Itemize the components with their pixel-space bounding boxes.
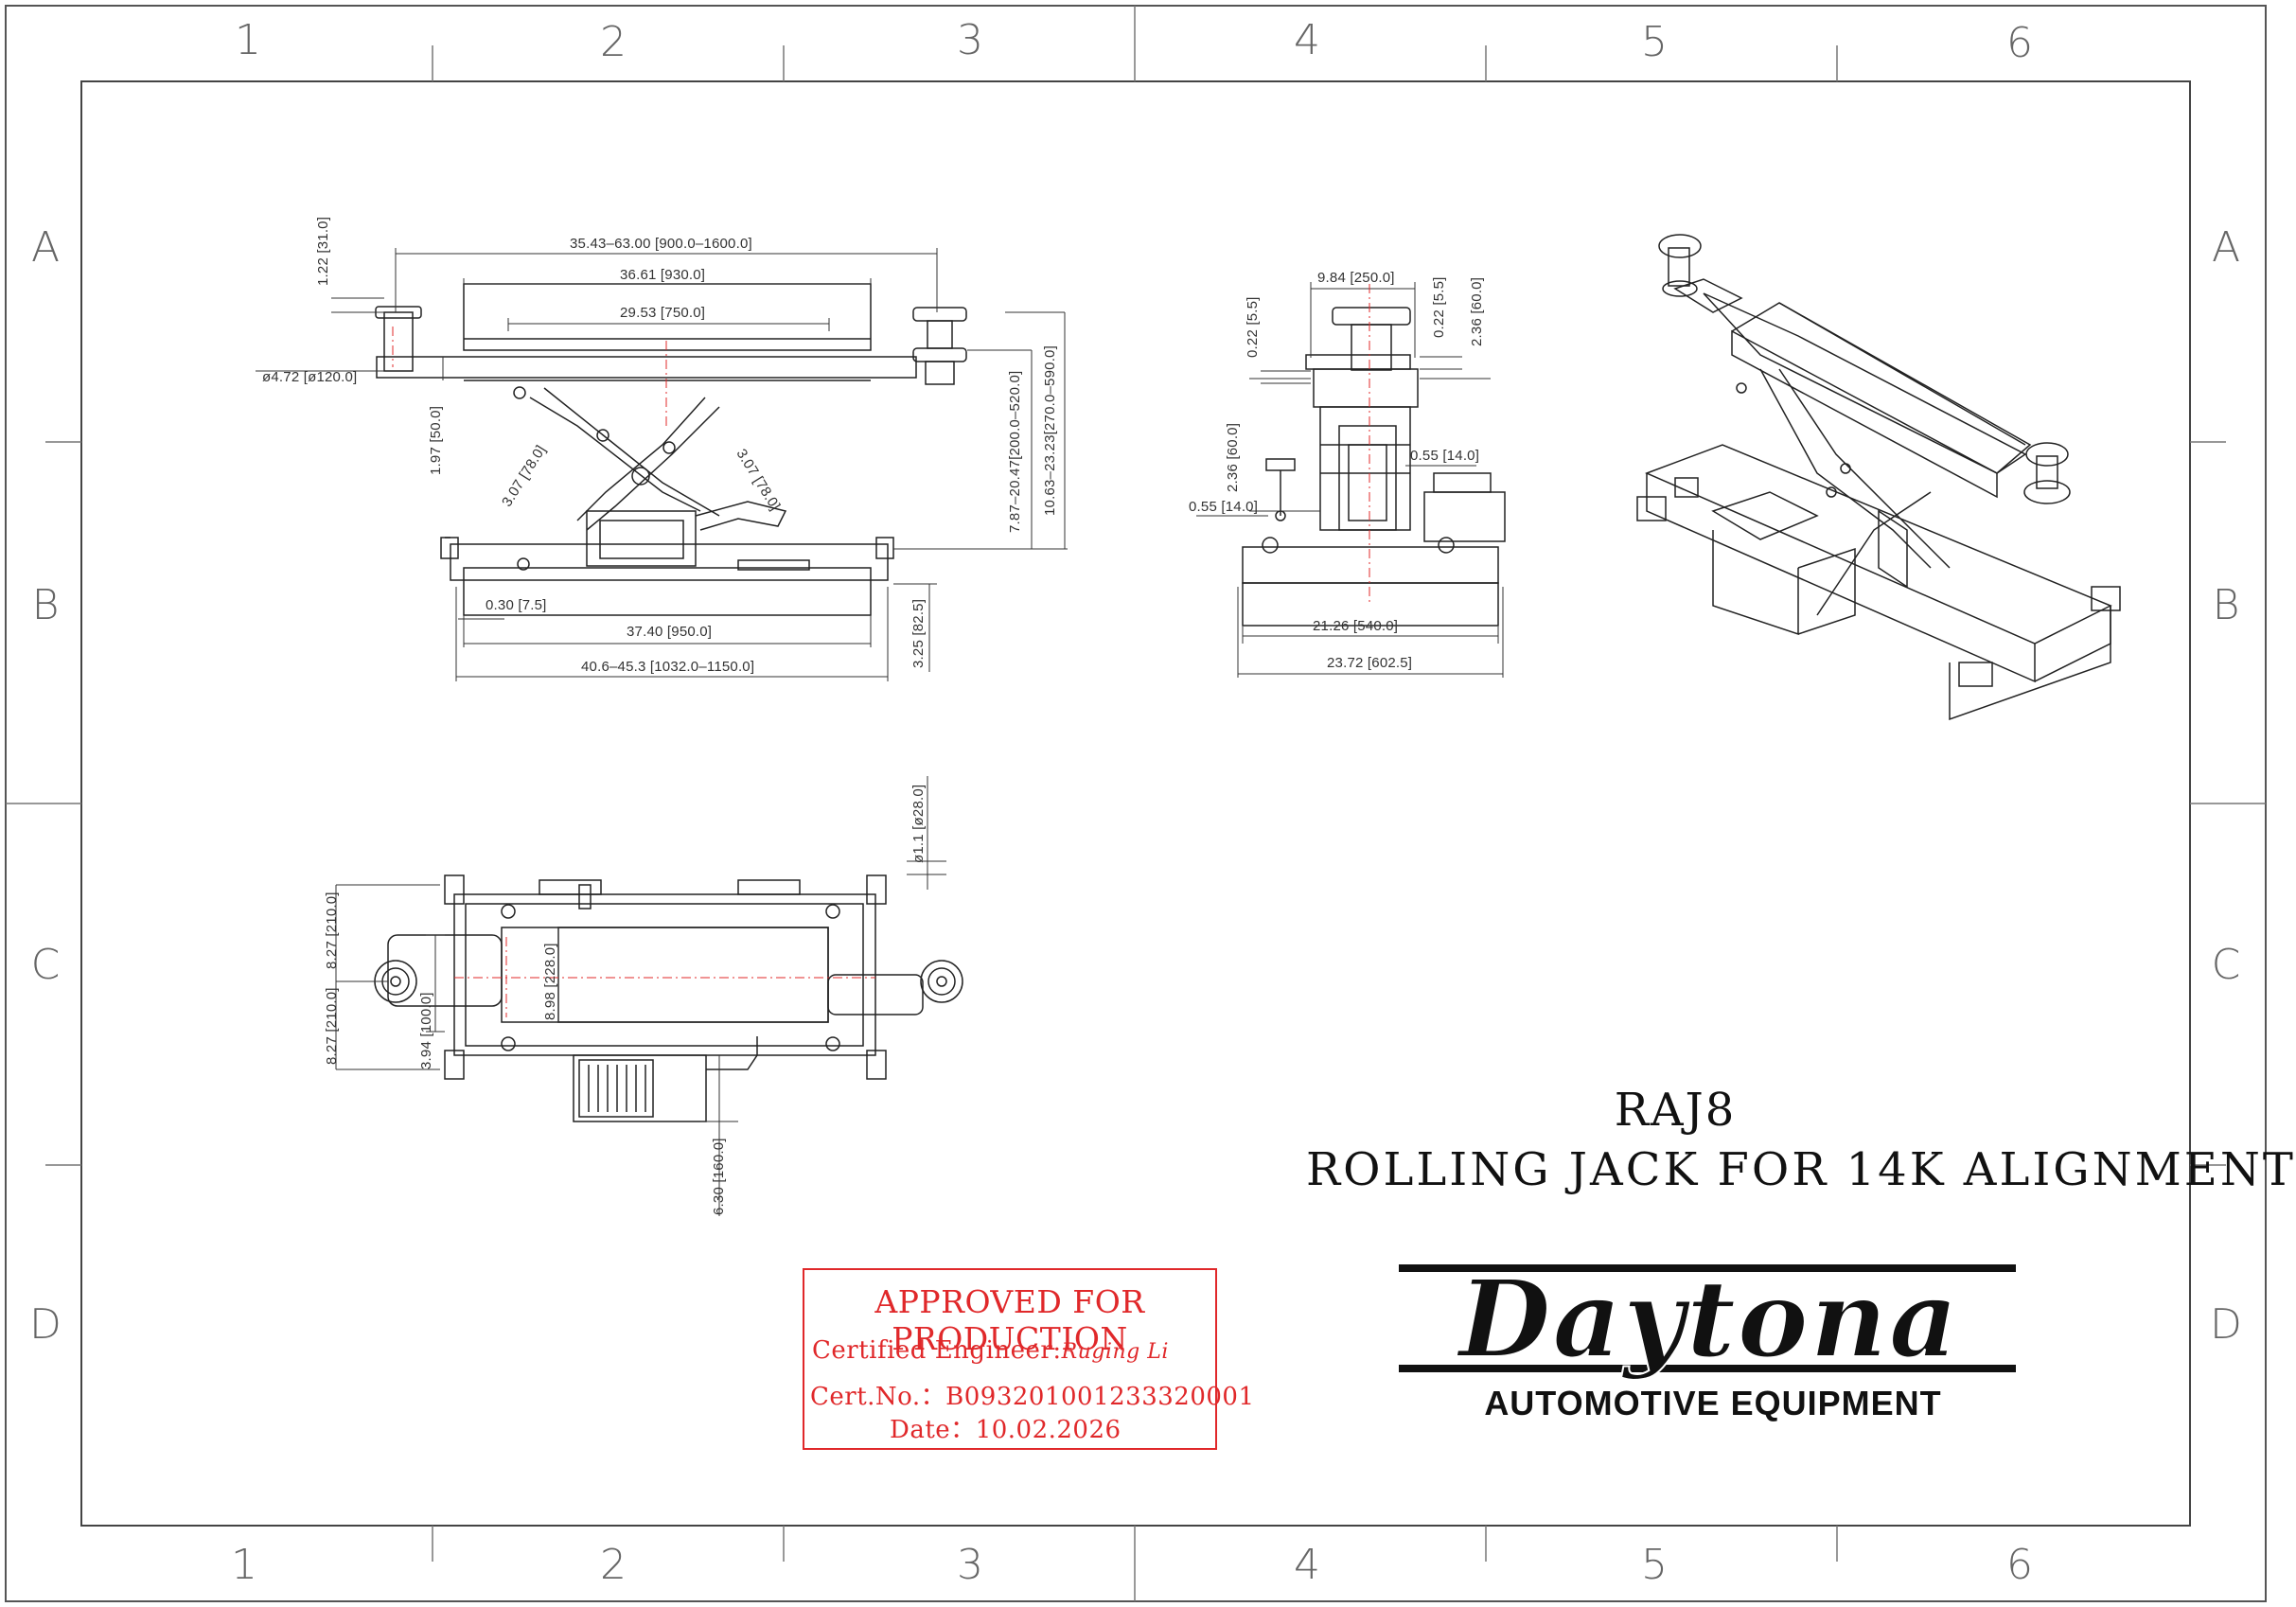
- zone-letter-b-right: B: [2212, 581, 2240, 629]
- top-pump: [573, 1054, 707, 1122]
- dim-pad-diameter: ø4.72 [ø120.0]: [262, 369, 358, 385]
- dim-base-length: 37.40 [950.0]: [627, 624, 713, 640]
- zone-letter-a-right: A: [2211, 223, 2241, 272]
- side-base: [1242, 546, 1499, 584]
- dim-side-pad-height: 2.36 [60.0]: [1469, 276, 1485, 346]
- stamp-engineer-label: Certified Engineer:: [812, 1336, 1062, 1365]
- stamp-date-line: Date：10.02.2026: [890, 1410, 1122, 1445]
- dim-base-height: 3.25 [82.5]: [910, 598, 927, 668]
- top-view: [374, 874, 963, 1122]
- zone-number-1-top: 1: [235, 16, 261, 64]
- zone-letter-c-left: C: [30, 941, 61, 989]
- daytona-logo: Daytona: [1399, 1257, 2016, 1383]
- dim-overall-arm-span: 35.43–63.00 [900.0–1600.0]: [570, 236, 752, 252]
- dim-top-arm-upper: 8.27 [210.0]: [324, 892, 340, 969]
- side-pad: [1332, 307, 1411, 326]
- dim-top-length: 36.61 [930.0]: [620, 267, 706, 283]
- dim-side-wheel-offset-right: 0.55 [14.0]: [1410, 448, 1480, 464]
- dim-edge-offset: 0.30 [7.5]: [486, 597, 547, 613]
- brand-subtitle: AUTOMOTIVE EQUIPMENT: [1484, 1384, 1942, 1422]
- top-dim-lines: [335, 776, 946, 1216]
- isometric-view: [1636, 234, 2121, 721]
- zone-letter-a-left: A: [30, 223, 61, 272]
- stamp-cert-label: Cert.No.：: [810, 1383, 946, 1411]
- side-dim-lines: [1196, 282, 1504, 678]
- logo-bar-bottom: [1399, 1365, 2016, 1372]
- logo-bar-top: [1399, 1264, 2016, 1272]
- zone-number-3-top: 3: [957, 16, 983, 64]
- zone-letter-d-right: D: [2210, 1300, 2242, 1349]
- dim-pad-spacing: 29.53 [750.0]: [620, 305, 706, 321]
- dim-side-overall-width: 23.72 [602.5]: [1327, 655, 1413, 671]
- dim-side-pad-width: 9.84 [250.0]: [1317, 270, 1395, 286]
- stamp-cert-number: B093201001233320001: [945, 1383, 1255, 1411]
- stamp-date-value: 10.02.2026: [975, 1416, 1122, 1444]
- approval-stamp: APPROVED FOR PRODUCTION Certified Engine…: [803, 1268, 1254, 1450]
- zone-letter-c-right: C: [2211, 941, 2241, 989]
- dim-side-wheel-offset-left: 0.55 [14.0]: [1189, 499, 1259, 515]
- stamp-date-label: Date：: [890, 1416, 976, 1444]
- zone-number-2-bottom: 2: [600, 1541, 627, 1589]
- front-view: [375, 283, 967, 616]
- dim-top-pin-diameter: ø1.1 [ø28.0]: [910, 784, 927, 863]
- zone-ticks: [6, 6, 2266, 1601]
- zone-number-6-top: 6: [2006, 19, 2033, 67]
- engineer-signature: Ruging Li: [1061, 1340, 1169, 1364]
- zone-number-3-bottom: 3: [957, 1541, 983, 1589]
- dim-top-body-width: 8.98 [228.0]: [542, 943, 558, 1020]
- logo-wordmark: Daytona: [1456, 1258, 1959, 1382]
- top-center-line: [454, 937, 875, 1017]
- dim-arm-thickness: 1.97 [50.0]: [428, 405, 444, 475]
- dim-top-pump-depth: 6.30 [160.0]: [711, 1138, 727, 1215]
- dim-side-pad-thickness-right: 0.22 [5.5]: [1431, 276, 1447, 338]
- zone-letter-d-left: D: [29, 1300, 62, 1349]
- zone-letter-b-left: B: [31, 581, 60, 629]
- zone-number-4-top: 4: [1294, 16, 1320, 64]
- product-title: ROLLING JACK FOR 14K ALIGNMENT: [1306, 1143, 2296, 1196]
- dim-top-arm-width: 3.94 [100.0]: [418, 992, 434, 1069]
- front-base: [450, 543, 889, 581]
- dim-rail-span: 40.6–45.3 [1032.0–1150.0]: [581, 659, 755, 675]
- dim-side-base-width: 21.26 [540.0]: [1313, 618, 1399, 634]
- side-view: [1242, 307, 1506, 627]
- zone-number-5-bottom: 5: [1641, 1541, 1668, 1589]
- dim-side-column-height: 2.36 [60.0]: [1225, 422, 1241, 492]
- model-number: RAJ8: [1614, 1084, 1737, 1137]
- front-center-lines: [392, 327, 667, 426]
- zone-number-6-bottom: 6: [2006, 1541, 2033, 1589]
- front-dim-lines: [256, 248, 1068, 681]
- zone-number-1-bottom: 1: [231, 1541, 257, 1589]
- front-arm: [376, 356, 917, 379]
- dim-lift-height-total: 10.63–23.23[270.0–590.0]: [1042, 345, 1058, 516]
- dim-pad-height: 1.22 [31.0]: [315, 216, 331, 286]
- top-frame: [453, 893, 876, 1056]
- zone-number-4-bottom: 4: [1294, 1541, 1320, 1589]
- zone-number-2-top: 2: [600, 18, 627, 66]
- stamp-cert-line: Cert.No.：B093201001233320001: [810, 1377, 1255, 1412]
- stamp-engineer-line: Certified Engineer:Ruging Li: [812, 1336, 1169, 1365]
- stamp-title: APPROVED FOR PRODUCTION: [874, 1283, 1145, 1357]
- zone-number-5-top: 5: [1641, 18, 1668, 66]
- dim-side-pad-thickness-left: 0.22 [5.5]: [1245, 296, 1261, 358]
- dim-top-arm-lower: 8.27 [210.0]: [324, 987, 340, 1065]
- dim-lift-height-arm: 7.87–20.47[200.0–520.0]: [1007, 370, 1023, 533]
